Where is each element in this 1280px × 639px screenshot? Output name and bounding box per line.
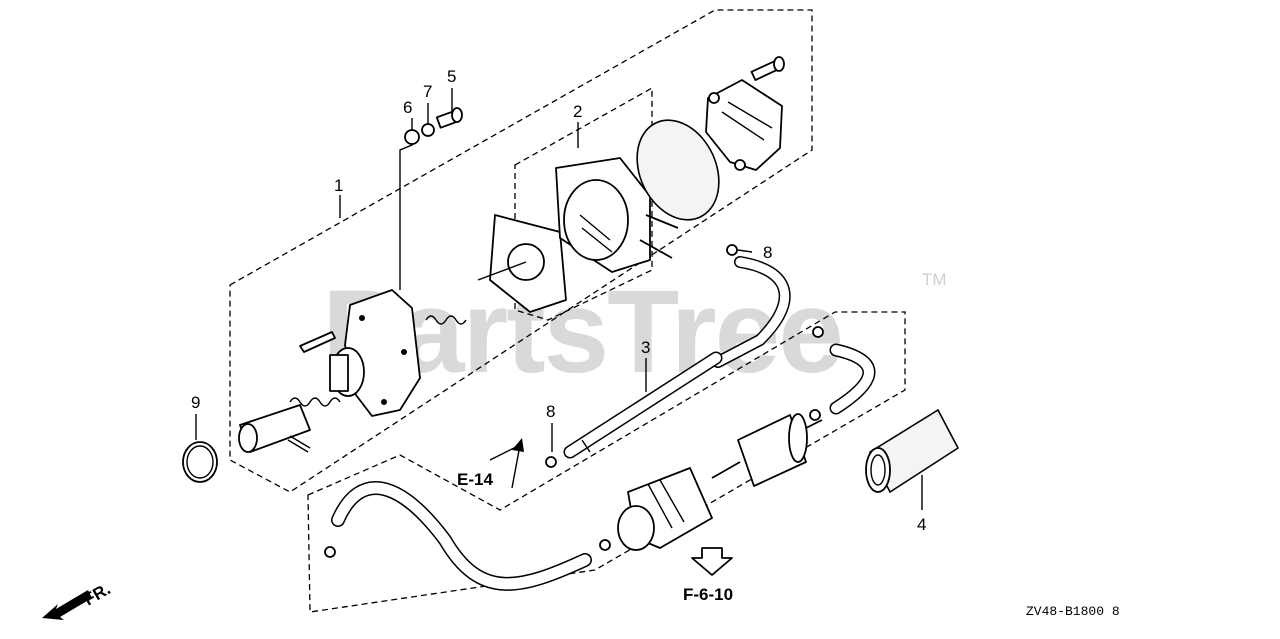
callout-8-upper: 8 [763,243,772,262]
callout-6: 6 [403,98,412,117]
top-bolt [750,56,785,81]
hose-clip-filter [809,409,821,421]
part-7-lock-washer [421,123,435,137]
callout-1: 1 [334,176,343,195]
callout-5: 5 [447,67,456,86]
trademark-symbol: TM [922,270,947,289]
fuel-filter [711,413,823,487]
spring [425,315,467,325]
part-8-clip-upper [726,244,738,256]
e14-arrow [489,438,524,489]
part-2-pump-cover [477,157,679,313]
part-1-pump-body [238,289,421,453]
part-5-bolt [435,107,463,129]
diagram-code: ZV48-B1800 8 [1026,604,1120,619]
lower-section-outline [307,311,906,613]
reference-f610: F-6-10 [683,585,733,604]
fuel-strainer [617,467,713,551]
assembly-1-outline [229,9,813,493]
f610-arrow [691,547,733,576]
leader-lines [195,88,923,510]
callout-2: 2 [573,102,582,121]
callout-8-lower: 8 [546,402,555,421]
hose-clip-bottom [599,539,611,551]
part-3-fuel-tube [563,351,723,459]
fuel-hose-lower [331,481,592,591]
part-8-clip-lower [545,456,557,468]
part-6-washer [404,129,420,145]
fuel-hose-right [829,343,876,415]
o-ring-inner [186,445,214,479]
part-4-filter-sleeve [865,408,960,494]
callout-3: 3 [641,338,650,357]
front-indicator-label: FR. [81,579,114,609]
diaphragm-gasket [636,119,720,221]
top-cover-plate [705,79,783,171]
fuel-hose-upper [712,256,791,368]
callout-7: 7 [423,82,432,101]
part-9-o-ring [182,441,218,483]
front-arrow-icon [42,590,92,620]
reference-e14: E-14 [457,470,493,489]
hose-clip-left [324,546,336,558]
callout-9: 9 [191,393,200,412]
callout-4: 4 [917,515,926,534]
hose-clip-right [812,326,824,338]
